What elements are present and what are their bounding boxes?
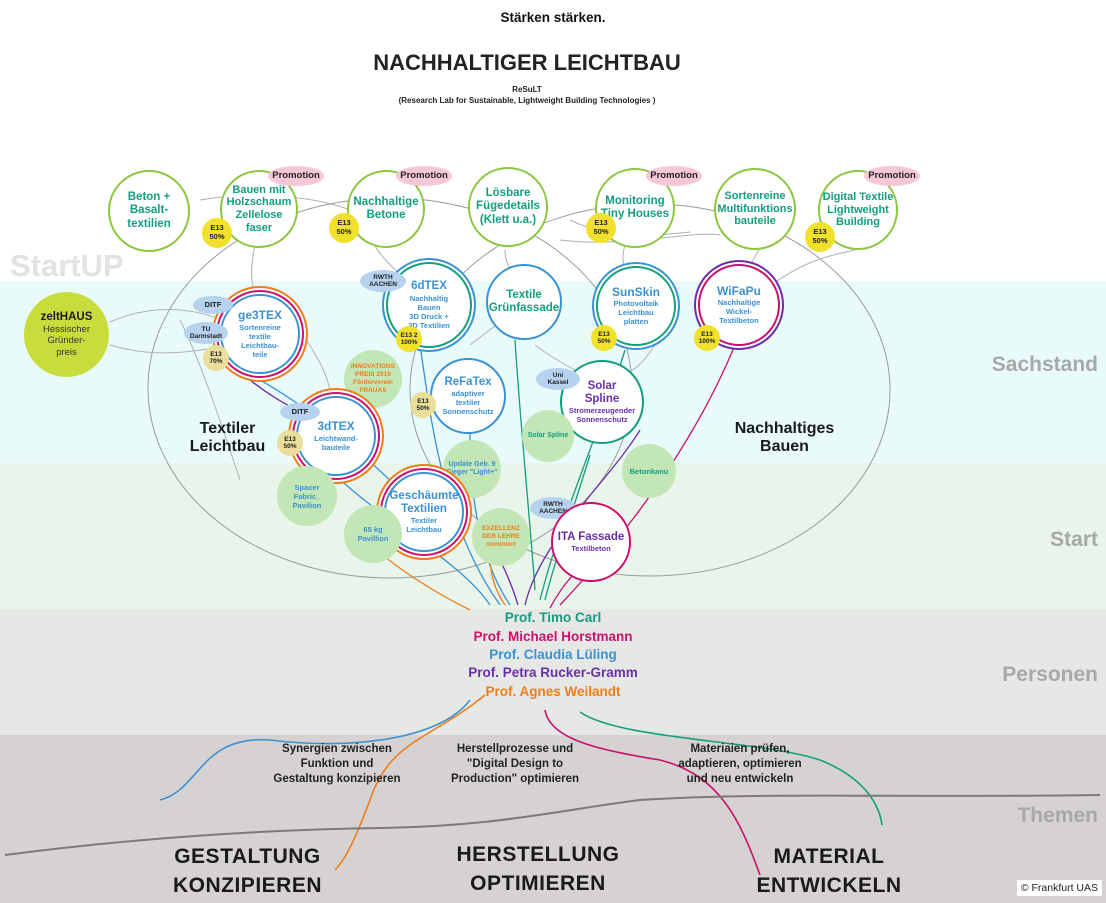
project-loesbare-fuegedetails[interactable]: Lösbare Fügedetails (Klett u.a.) [468,167,548,247]
badge-e13-betone: E13 50% [329,213,359,243]
promotion-pill-holzschaum: Promotion [268,166,324,186]
zone-label-personen: Personen [1002,663,1098,686]
person-petra-rucker-gramm: Prof. Petra Rucker-Gramm [468,665,638,680]
project-wifapu[interactable]: WiFaPu Nachhaltige Wickel- Textilbeton [698,264,780,346]
person-michael-horstmann: Prof. Michael Horstmann [473,629,633,644]
zone-label-start: Start [1050,528,1098,551]
zone-label-startup: StartUP [10,248,124,283]
zone-label-themen: Themen [1017,804,1098,827]
theme-curve-blue [159,699,471,801]
person-agnes-weilandt: Prof. Agnes Weilandt [485,684,621,699]
lab-long: (Research Lab for Sustainable, Lightweig… [398,96,656,105]
project-sortenreine[interactable]: Sortenreine Multifunktions bauteile [714,168,796,250]
label-herstellung-optimieren: HERSTELLUNG OPTIMIEREN [456,843,620,896]
zone-label-sachstand: Sachstand [991,353,1098,376]
theme-curve-teal [579,711,883,826]
theme-synergien: Synergien zwischen Funktion und Gestaltu… [273,743,401,785]
copyright: © Frankfurt UAS [1016,880,1102,896]
award-betonkanu: Betonkanu [622,444,676,498]
inst-ditf-3dtex: DITF [280,403,320,421]
award-spacer-fabric: Spacer Fabric_ Pavilion [277,466,337,526]
person-claudia-lueling: Prof. Claudia Lüling [489,647,617,662]
page-title: NACHHALTIGER LEICHTBAU [373,50,681,75]
label-material-entwickeln: MATERIAL ENTWICKELN [756,845,902,898]
badge-e13-digital: E13 50% [805,222,835,252]
award-solar-spline-small: Solar Spline [522,410,574,462]
promotion-pill-betone: Promotion [396,166,452,186]
inst-uni-kassel: Uni Kassel [536,368,580,390]
project-refatex[interactable]: ReFaTex adaptiver textiler Sonnenschutz [430,358,506,434]
badge-e13-wifapu: E13 100% [694,325,720,351]
badge-e13-tiny-houses: E13 50% [586,213,616,243]
project-beton-basalt[interactable]: Beton + Basalt- textilien [108,170,190,252]
inst-tu-darmstadt: TU Darmstadt [184,322,228,344]
badge-e13-holzschaum: E13 50% [202,218,232,248]
award-innovations-preis: INNOVATIONS PREIS 2019 Förderverein FRAU… [344,350,402,408]
inst-rwth-6dtex: RWTH AACHEN [360,270,406,292]
badge-e13-3dtex: E13 50% [277,430,303,456]
badge-e13-ge3tex: E13 70% [203,345,229,371]
project-zelthaus[interactable]: zeltHAUS Hessischer Gründer- preis [24,292,109,377]
person-timo-carl: Prof. Timo Carl [504,610,602,625]
cluster-label-textiler: Textiler Leichtbau [189,420,266,456]
badge-e13-6dtex: E13 2 100% [396,326,422,352]
promotion-pill-tiny-houses: Promotion [646,166,702,186]
award-65kg-pavillion: 65 kg Pavillion [344,505,402,563]
theme-herstellprozesse: Herstellprozesse und "Digital Design to … [450,743,580,785]
cluster-label-bauen: Nachhaltiges Bauen [734,420,835,456]
slogan: Stärken stärken. [500,10,606,25]
award-exzellenz-lehre: EXZELLENZ DER LEHRE nominiert [472,508,530,566]
theme-material: Materiaien prüfen, adaptieren, optimiere… [678,743,802,785]
badge-e13-sunskin: E13 50% [591,325,617,351]
theme-curve-magenta [544,709,761,876]
promotion-pill-digital: Promotion [864,166,920,186]
inst-ditf-ge3tex: DITF [193,296,233,314]
project-ita-fassade[interactable]: ITA Fassade Textilbeton [551,502,631,582]
label-gestaltung-konzipieren: GESTALTUNG KONZIPIEREN [172,845,322,898]
themes-baseline [4,794,1101,856]
project-textile-gruenfassade[interactable]: Textile Grünfassade [486,264,562,340]
badge-e13-refatex: E13 50% [410,392,436,418]
lab-short: ReSuLT [512,85,542,94]
band-themen [0,735,1106,903]
band-personen [0,609,1106,735]
theme-curve-orange [334,694,486,871]
